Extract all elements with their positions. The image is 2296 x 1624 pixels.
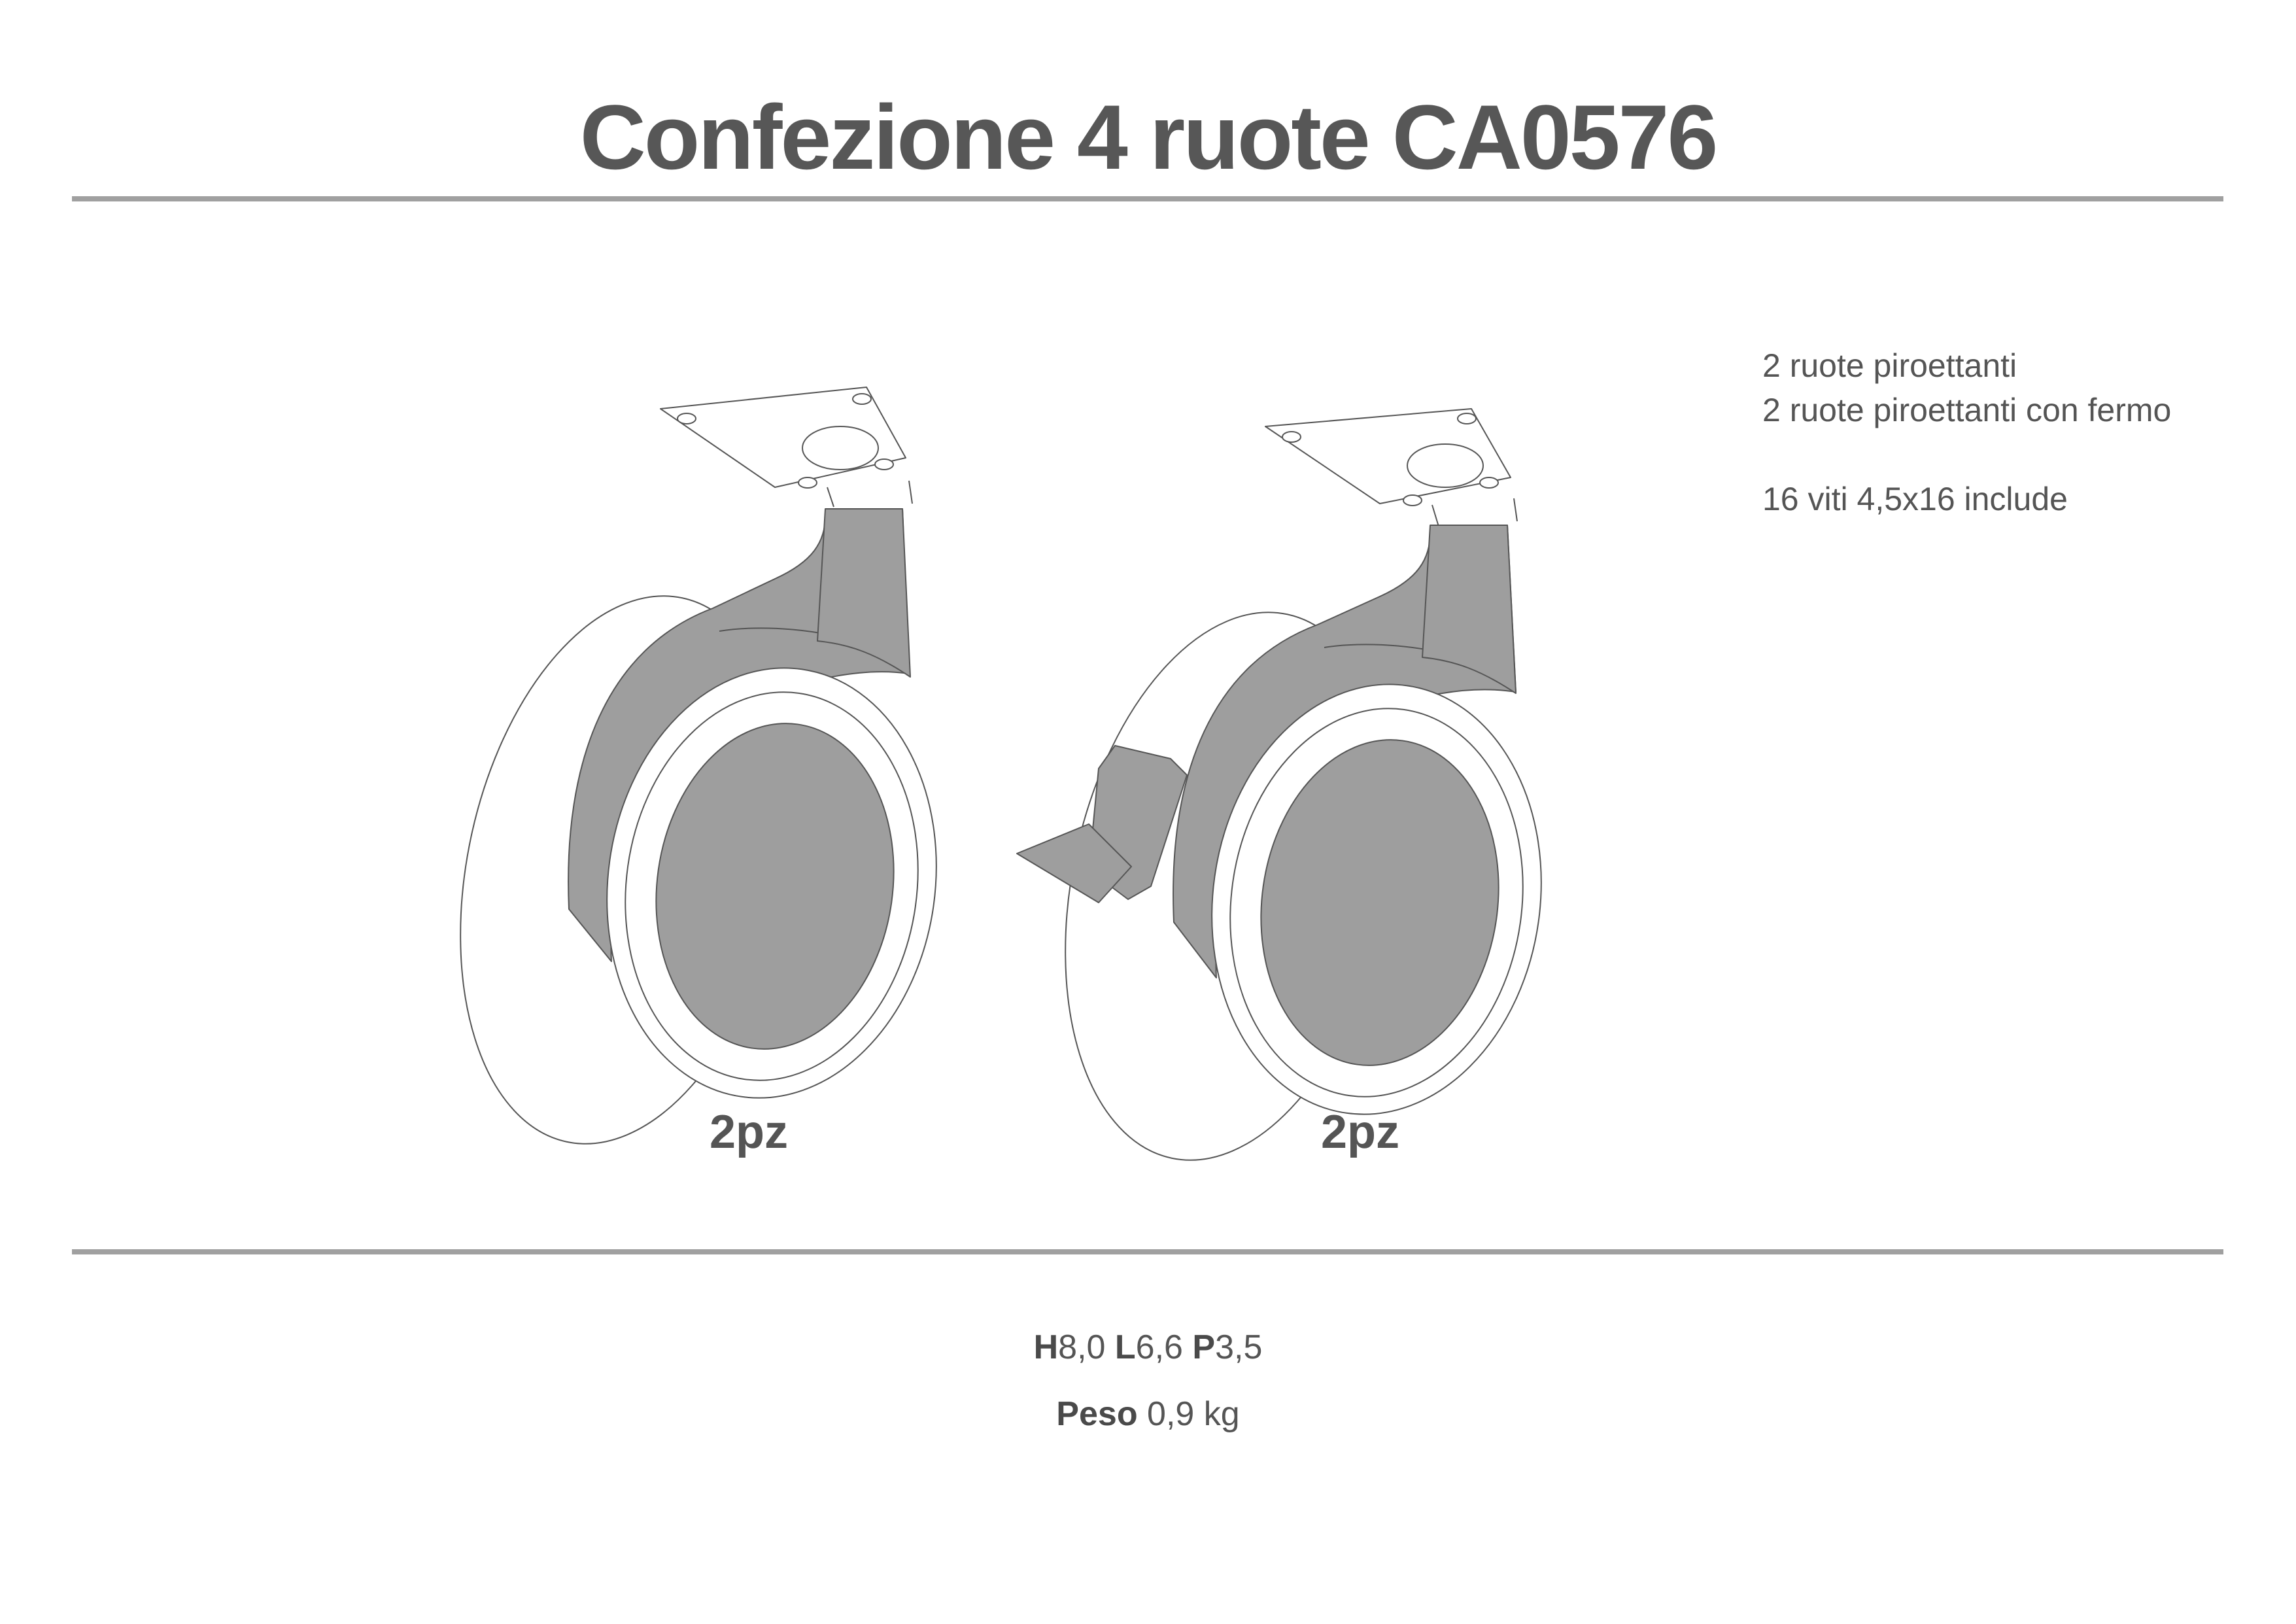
height-label: H bbox=[1033, 1328, 1059, 1366]
braked-caster-drawing bbox=[1016, 408, 1542, 1161]
swivel-caster-drawing bbox=[460, 387, 937, 1145]
wheel-hub bbox=[655, 723, 895, 1050]
braked-caster-quantity: 2pz bbox=[1321, 1106, 1400, 1158]
dimensions-line: H8,0 L6,6 P3,5 bbox=[0, 1328, 2296, 1367]
weight-line: Peso 0,9 kg bbox=[0, 1394, 2296, 1434]
length-label: L bbox=[1114, 1328, 1136, 1366]
wheel-hub bbox=[1260, 739, 1499, 1066]
depth-value: 3,5 bbox=[1215, 1328, 1263, 1366]
package-contents-notes: 2 ruote piroettanti 2 ruote piroettanti … bbox=[1762, 343, 2171, 521]
mounting-plate bbox=[660, 387, 913, 508]
top-divider bbox=[72, 196, 2223, 201]
notes-line-brake: 2 ruote piroettanti con fermo bbox=[1762, 392, 2172, 428]
weight-value: 0,9 kg bbox=[1147, 1395, 1240, 1433]
brake-lever bbox=[1016, 745, 1188, 903]
notes-line-screws: 16 viti 4,5x16 include bbox=[1762, 481, 2068, 517]
length-value: 6,6 bbox=[1135, 1328, 1183, 1366]
weight-label: Peso bbox=[1056, 1395, 1138, 1433]
depth-label: P bbox=[1192, 1328, 1216, 1366]
bottom-divider bbox=[72, 1249, 2223, 1254]
mounting-plate bbox=[1265, 408, 1518, 527]
notes-line-swivel: 2 ruote piroettanti bbox=[1762, 347, 2017, 384]
swivel-caster-quantity: 2pz bbox=[710, 1106, 789, 1158]
height-value: 8,0 bbox=[1058, 1328, 1106, 1366]
page-title: Confezione 4 ruote CA0576 bbox=[579, 86, 1719, 188]
